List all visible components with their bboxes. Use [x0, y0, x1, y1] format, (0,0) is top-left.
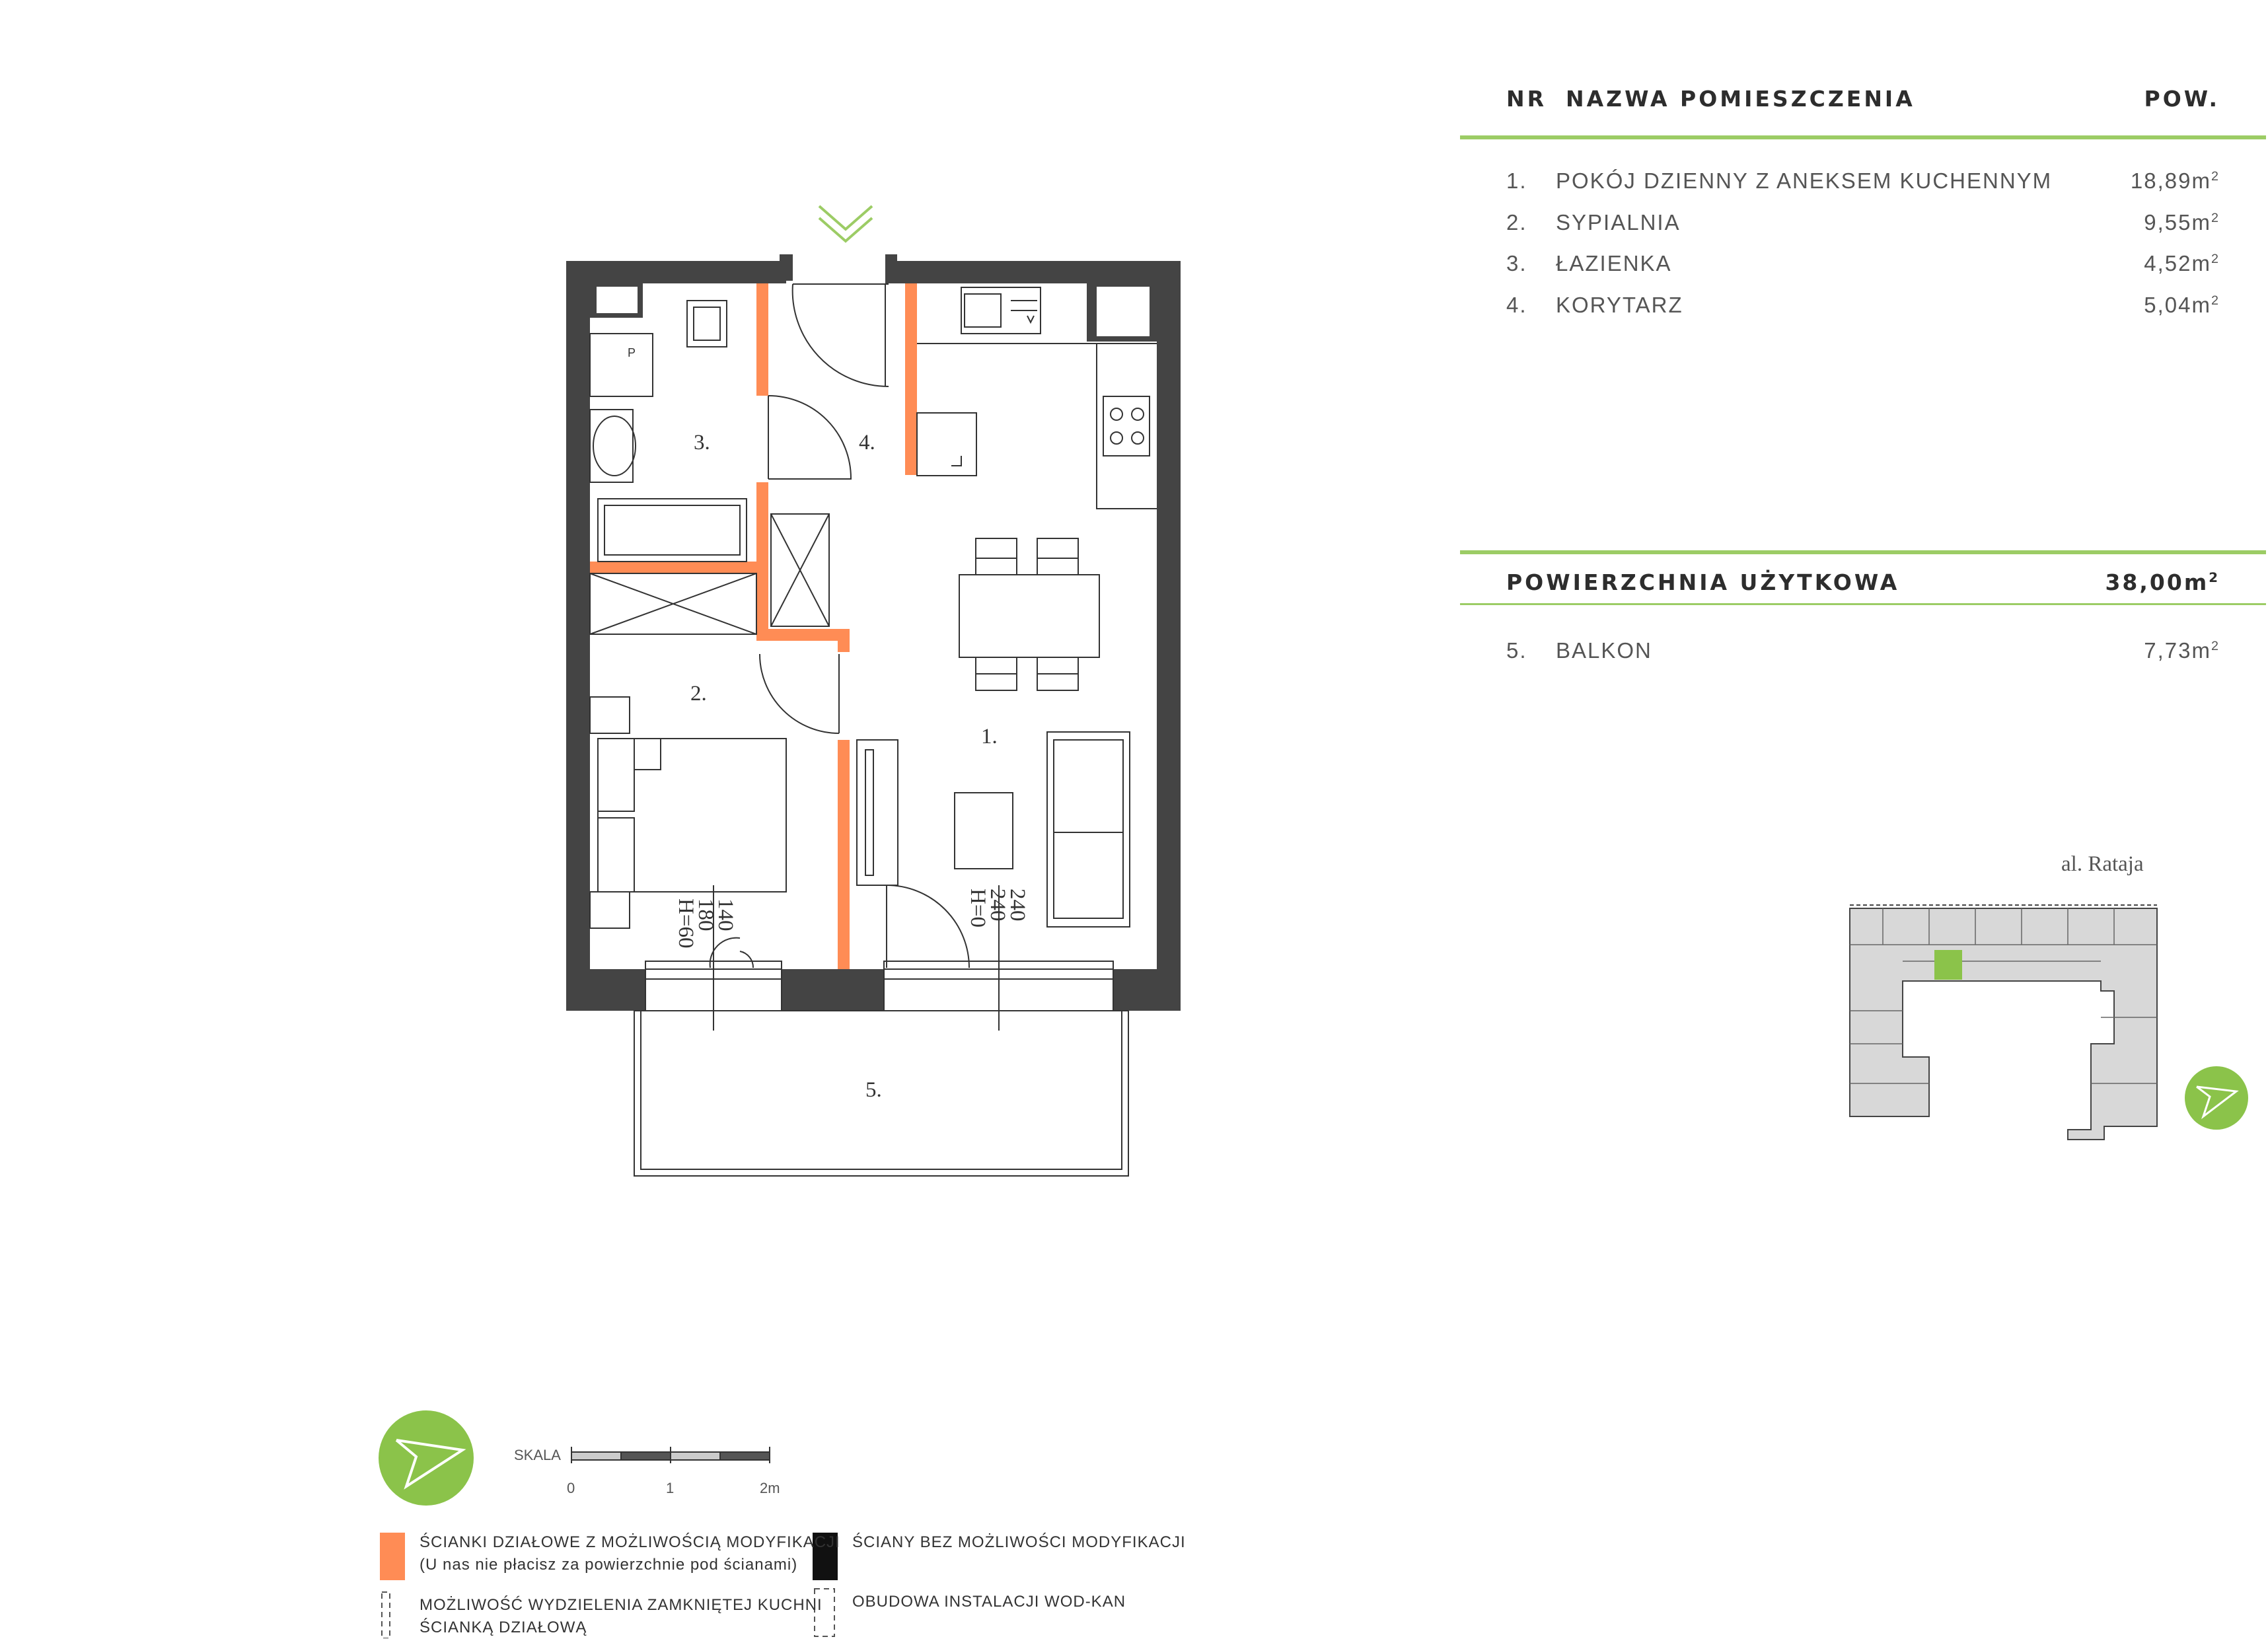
window-dim-2: 180: [694, 898, 717, 931]
site-map: [1849, 904, 2158, 1140]
table-row: 2. SYPIALNIA 9,55m2: [1460, 210, 2266, 243]
fixed-walls: [566, 254, 1181, 1011]
header-divider: [1460, 135, 2266, 139]
balcony-area: 7,73m2: [2144, 638, 2220, 663]
room-label-1: 1.: [981, 725, 998, 748]
header-area: POW.: [2144, 86, 2220, 112]
total-bottom-divider: [1460, 603, 2266, 605]
table-row: 4. KORYTARZ 5,04m2: [1460, 293, 2266, 326]
room-label-4: 4.: [859, 431, 875, 455]
room-name: KORYTARZ: [1556, 293, 1683, 317]
scale-tick-1: 1: [666, 1480, 675, 1496]
north-arrow-large-icon: [379, 1410, 474, 1506]
room-area: 18,89m2: [2130, 168, 2220, 193]
legend-black-swatch: [813, 1533, 838, 1580]
window-dim-6: H=0: [966, 889, 990, 928]
scale-tick-0: 0: [567, 1480, 575, 1496]
room-name: ŁAZIENKA: [1556, 251, 1672, 275]
room-name: SYPIALNIA: [1556, 210, 1681, 235]
legend-kitchen-option: MOŻLIWOŚĆ WYDZIELENIA ZAMKNIĘTEJ KUCHNI …: [420, 1596, 823, 1636]
room-area: 5,04m2: [2144, 293, 2220, 317]
room-nr: 1.: [1506, 168, 1527, 193]
scale-bar: [571, 1447, 770, 1463]
north-arrow-small-icon: [2185, 1066, 2248, 1130]
room-area: 4,52m2: [2144, 251, 2220, 275]
room-name: POKÓJ DZIENNY Z ANEKSEM KUCHENNYM: [1556, 168, 2053, 193]
window-dim-5: 240: [986, 889, 1009, 922]
legend-fixed-walls: ŚCIANY BEZ MOŻLIWOŚCI MODYFIKACJI: [852, 1533, 1186, 1551]
window-dim-3: H=60: [674, 898, 698, 948]
legend-plumbing: OBUDOWA INSTALACJI WOD-KAN: [852, 1593, 1126, 1611]
total-row: POWIERZCHNIA UŻYTKOWA 38,00m2: [1460, 569, 2266, 609]
room-nr: 2.: [1506, 210, 1527, 235]
legend-dashed-swatch-2: [814, 1588, 835, 1637]
street-name: al. Rataja: [2061, 852, 2144, 876]
room-label-3: 3.: [694, 431, 710, 455]
legend-orange-swatch: [380, 1533, 405, 1580]
room-area: 9,55m2: [2144, 210, 2220, 235]
total-label: POWIERZCHNIA UŻYTKOWA: [1506, 569, 1900, 595]
scale-label: SKALA: [514, 1447, 561, 1463]
svg-text:P: P: [628, 346, 636, 359]
room-label-2: 2.: [690, 682, 707, 706]
balcony-row: 5. BALKON 7,73m2: [1460, 638, 2266, 671]
entrance-arrow-icon: [818, 217, 873, 243]
scale-tick-2: 2m: [760, 1480, 780, 1496]
table-header: NR NAZWA POMIESZCZENIA POW.: [1460, 86, 2266, 139]
balcony-name: BALKON: [1556, 638, 1652, 663]
total-value: 38,00m2: [2105, 569, 2220, 595]
window-dim-1: 140: [713, 898, 737, 931]
total-top-divider: [1460, 550, 2266, 554]
room-nr: 3.: [1506, 251, 1527, 275]
legend-dashed-swatch-1: [381, 1591, 390, 1638]
room-label-5: 5.: [865, 1078, 882, 1102]
table-row: 3. ŁAZIENKA 4,52m2: [1460, 251, 2266, 284]
header-nr: NR: [1506, 86, 1547, 112]
legend-modifiable-walls: ŚCIANKI DZIAŁOWE Z MOŻLIWOŚCIĄ MODYFIKAC…: [420, 1533, 840, 1574]
room-nr: 4.: [1506, 293, 1527, 317]
header-name: NAZWA POMIESZCZENIA: [1566, 86, 1915, 112]
window-dim-4: 240: [1006, 889, 1029, 922]
table-row: 1. POKÓJ DZIENNY Z ANEKSEM KUCHENNYM 18,…: [1460, 168, 2266, 201]
modifiable-walls: [590, 283, 917, 969]
balcony-nr: 5.: [1506, 638, 1527, 663]
